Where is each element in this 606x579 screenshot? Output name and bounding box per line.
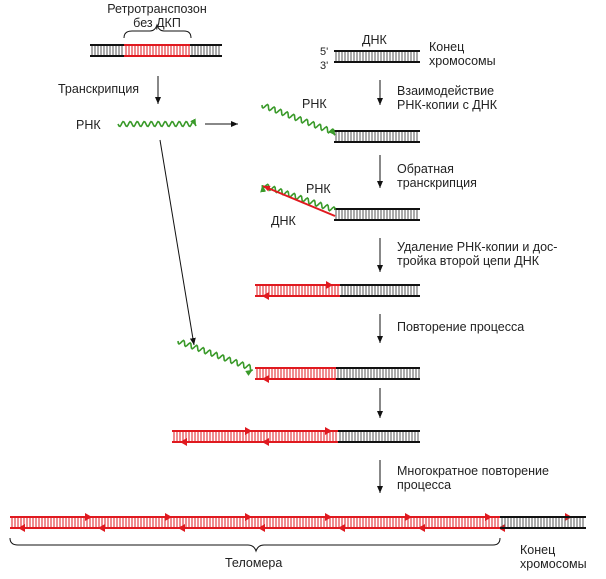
chromosome-end-duplex [334, 50, 420, 63]
step1-label: Взаимодействие РНК-копии с ДНК [397, 84, 497, 112]
telomere-brace [9, 537, 501, 553]
bottom-chromosome-end-label-line1: Конец [520, 543, 556, 557]
strand-arrowhead [325, 513, 332, 521]
step3-label: Удаление РНК-копии и дос- тройка второй … [397, 240, 557, 268]
three-prime-label: 3' [320, 60, 329, 72]
reverse-transcription-duplex [334, 208, 420, 221]
completed-duplex-1 [255, 281, 420, 300]
strand-arrowhead [262, 375, 269, 383]
bottom-chromosome-end-label-line2: хромосомы [520, 557, 587, 571]
bottom-chromosome-end-label: Конец хромосомы [520, 543, 587, 571]
new-dna-strand [262, 185, 336, 217]
step4-label: Повторение процесса [397, 320, 525, 334]
retrotransposon-label-line2: без ДКП [133, 16, 181, 30]
rna-wavy-line [260, 183, 336, 212]
strand-arrowhead [245, 427, 252, 435]
step1-label-line2: РНК-копии с ДНК [397, 98, 498, 112]
step1-label-line1: Взаимодействие [397, 84, 495, 98]
strand-arrowhead [418, 524, 425, 532]
strand-arrowhead [165, 513, 172, 521]
telomere-label: Теломера [225, 556, 283, 570]
rna-dna-interaction-duplex [334, 130, 420, 143]
rna-wavy-line [117, 118, 197, 128]
dna-label-step2: ДНК [271, 214, 296, 228]
strand-arrowhead [262, 292, 269, 300]
strand-arrowhead [258, 524, 265, 532]
telomere-duplex [10, 513, 586, 532]
rna-label-step1: РНК [302, 97, 327, 111]
chromosome-end-label-line1: Конец [429, 40, 465, 54]
rna-transcript [117, 118, 197, 128]
rna-label: РНК [76, 118, 101, 132]
step3-label-line2: тройка второй цепи ДНК [397, 254, 540, 268]
rna-to-repeat-arrow [159, 139, 196, 346]
repeat-duplex [255, 367, 420, 383]
retrotransposon-label-line1: Ретротранспозон [107, 2, 207, 16]
completed-duplex-2 [172, 427, 420, 446]
retrotransposon-duplex [90, 44, 222, 57]
strand-arrowhead [485, 513, 492, 521]
step5-label: Многократное повторение процесса [397, 464, 549, 492]
rna-wavy-line [261, 103, 336, 136]
step5-label-line1: Многократное повторение [397, 464, 549, 478]
transcription-label: Транскрипция [58, 82, 140, 96]
chromosome-end-label: Конец хромосомы [429, 40, 496, 68]
chromosome-end-label-line2: хромосомы [429, 54, 496, 68]
rna-wavy-line [177, 339, 254, 377]
rna-copy-step2 [260, 183, 336, 212]
retrotransposon-label: Ретротранспозон без ДКП [92, 2, 222, 30]
retrotransposon-bracket [123, 23, 192, 39]
strand-arrowhead [85, 513, 92, 521]
five-prime-label: 5' [320, 46, 329, 58]
step5-label-line2: процесса [397, 478, 452, 492]
rna-copy-step1 [261, 103, 336, 136]
rna-copy-repeat [177, 339, 254, 377]
strand-arrowhead [326, 281, 333, 289]
strand-arrowhead [18, 524, 25, 532]
strand-arrowhead [325, 427, 332, 435]
strand-arrowhead [405, 513, 412, 521]
strand-arrowhead [178, 524, 185, 532]
step2-label-line1: Обратная [397, 162, 454, 176]
step2-label-line2: транскрипция [397, 176, 477, 190]
strand-arrowhead [98, 524, 105, 532]
strand-arrowhead [245, 513, 252, 521]
strand-arrowhead [180, 438, 187, 446]
step2-label: Обратная транскрипция [397, 162, 477, 190]
retrotransposon-dna [123, 23, 192, 39]
rna-label-step2: РНК [306, 182, 331, 196]
strand-arrowhead [338, 524, 345, 532]
strand-arrowhead [262, 438, 269, 446]
dna-label: ДНК [362, 33, 387, 47]
step3-label-line1: Удаление РНК-копии и дос- [397, 240, 558, 254]
